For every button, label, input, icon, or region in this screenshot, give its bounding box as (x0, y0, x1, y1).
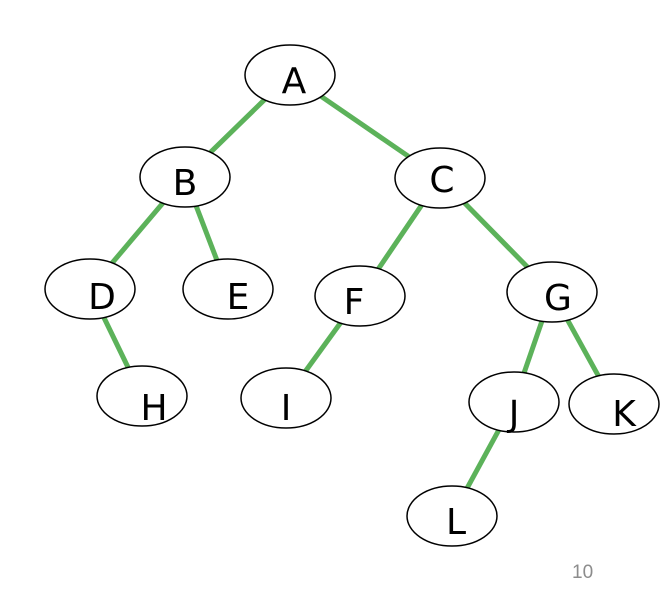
node-a-label: A (282, 61, 307, 102)
node-e-ellipse (182, 258, 274, 320)
node-l-ellipse (406, 485, 498, 547)
node-f-label: F (344, 282, 365, 323)
edge-g-k (565, 318, 601, 378)
edge-c-g (462, 201, 530, 269)
node-f: F (314, 265, 406, 327)
node-d-label: D (88, 277, 116, 318)
node-d: D (44, 258, 136, 320)
edge-f-i (303, 321, 343, 373)
node-d-ellipse (44, 258, 136, 320)
node-i: I (240, 367, 332, 429)
node-a-ellipse (244, 44, 336, 106)
edge-b-e (193, 205, 220, 261)
node-k-ellipse (568, 373, 660, 435)
node-g-label: G (544, 278, 572, 319)
page-number: 10 (572, 562, 594, 583)
edge-d-h (101, 316, 131, 369)
edge-a-c (319, 94, 411, 159)
edge-b-d (110, 201, 165, 265)
node-h: H (96, 365, 188, 429)
node-e-label: E (227, 277, 250, 318)
edges-layer (101, 94, 601, 489)
node-c-ellipse (394, 147, 486, 209)
node-a: A (244, 44, 336, 106)
node-k-label: K (612, 394, 637, 435)
node-f-ellipse (314, 265, 406, 327)
node-i-label: I (281, 388, 292, 429)
node-j-label: J (507, 394, 520, 435)
node-g: G (506, 261, 598, 323)
edge-g-j (521, 320, 545, 374)
nodes-layer: A B C D E F G H I J K L (44, 44, 660, 547)
edge-a-b (208, 97, 267, 155)
node-i-ellipse (240, 367, 332, 429)
node-b-label: B (173, 163, 198, 204)
edge-j-l (465, 429, 501, 489)
node-j-ellipse (468, 371, 560, 433)
edge-c-f (376, 203, 424, 271)
node-c: C (394, 147, 486, 209)
node-h-ellipse (96, 365, 188, 427)
node-b-ellipse (139, 146, 231, 208)
node-h-label: H (140, 388, 167, 429)
node-j: J (468, 371, 560, 435)
node-l: L (406, 485, 498, 547)
node-g-ellipse (506, 261, 598, 323)
node-k: K (568, 373, 660, 435)
node-l-label: L (446, 502, 466, 543)
node-e: E (182, 258, 274, 320)
node-c-label: C (429, 160, 454, 201)
node-b: B (139, 146, 231, 208)
